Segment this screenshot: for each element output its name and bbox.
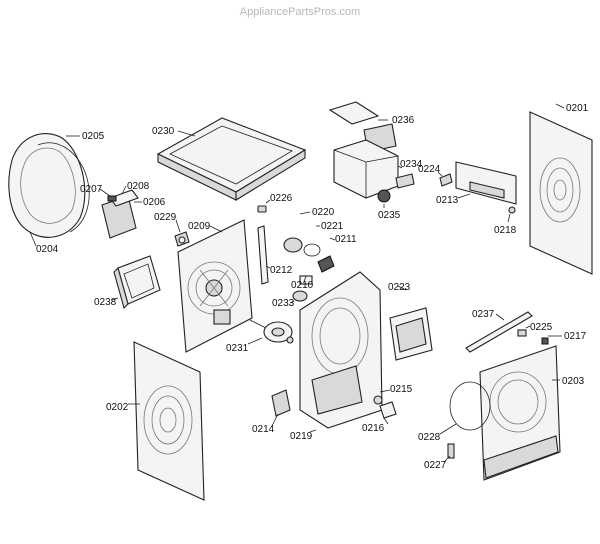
part-label-0217[interactable]: 0217 [564,331,587,342]
control-strip-0213 [455,161,517,205]
bracket-0238 [113,255,161,310]
rear-panel-0209 [177,219,253,353]
part-label-0216[interactable]: 0216 [362,423,385,434]
door-gasket-assembly [8,133,90,238]
side-panel-right-0201 [529,111,593,275]
heater-box [333,123,415,203]
part-label-0230[interactable]: 0230 [152,126,175,137]
hinge-parts [517,329,549,345]
part-label-0235[interactable]: 0235 [378,210,401,221]
part-label-0236[interactable]: 0236 [392,115,415,126]
bearing-assembly-0231 [249,319,294,344]
part-label-0221[interactable]: 0221 [321,221,344,232]
part-0233 [292,290,308,302]
rail-0237 [465,311,533,353]
front-bulkhead-0219 [299,271,383,429]
part-label-0203[interactable]: 0203 [562,376,585,387]
part-label-0210[interactable]: 0210 [291,280,314,291]
part-label-0238[interactable]: 0238 [94,297,117,308]
electronic-module [101,189,139,239]
door-seal-0228 [449,381,491,431]
filter-0223 [389,307,433,361]
motor-cluster [283,237,335,285]
part-label-0218[interactable]: 0218 [494,225,517,236]
part-label-0234[interactable]: 0234 [400,159,423,170]
part-label-0212[interactable]: 0212 [270,265,293,276]
part-label-0211[interactable]: 0211 [335,234,357,245]
part-label-0237[interactable]: 0237 [472,309,495,320]
strip-0212 [257,225,269,285]
part-label-0231[interactable]: 0231 [226,343,249,354]
part-label-0204[interactable]: 0204 [36,244,59,255]
part-label-0202[interactable]: 0202 [106,402,129,413]
side-panel-left-0202 [133,341,205,501]
latch-0227 [447,443,455,459]
part-label-0205[interactable]: 0205 [82,131,105,142]
watermark: AppliancePartsPros.com [240,6,360,18]
thermostat-0215-0216 [373,395,397,419]
part-label-0206[interactable]: 0206 [143,197,166,208]
clip-0218 [508,206,516,214]
part-label-0224[interactable]: 0224 [418,164,441,175]
part-label-0227[interactable]: 0227 [424,460,447,471]
part-label-0228[interactable]: 0228 [418,432,441,443]
part-label-0225[interactable]: 0225 [530,322,553,333]
part-label-0219[interactable]: 0219 [290,431,313,442]
part-label-0201[interactable]: 0201 [566,103,589,114]
part-label-0207[interactable]: 0207 [80,184,103,195]
part-label-0233[interactable]: 0233 [272,298,295,309]
part-label-0220[interactable]: 0220 [312,207,335,218]
screw-0226 [257,205,267,213]
small-fitting-0229 [174,231,190,247]
part-label-0208[interactable]: 0208 [127,181,150,192]
part-label-0215[interactable]: 0215 [390,384,413,395]
part-label-0213[interactable]: 0213 [436,195,459,206]
part-label-0229[interactable]: 0229 [154,212,177,223]
part-label-0214[interactable]: 0214 [252,424,275,435]
part-0224 [439,173,453,187]
part-label-0226[interactable]: 0226 [270,193,293,204]
top-panel [156,117,307,201]
sensor-0214 [271,389,291,417]
cover-plate-0236 [328,101,380,125]
front-panel-0203 [479,345,561,481]
part-label-0209[interactable]: 0209 [188,221,211,232]
part-label-0223[interactable]: 0223 [388,282,411,293]
